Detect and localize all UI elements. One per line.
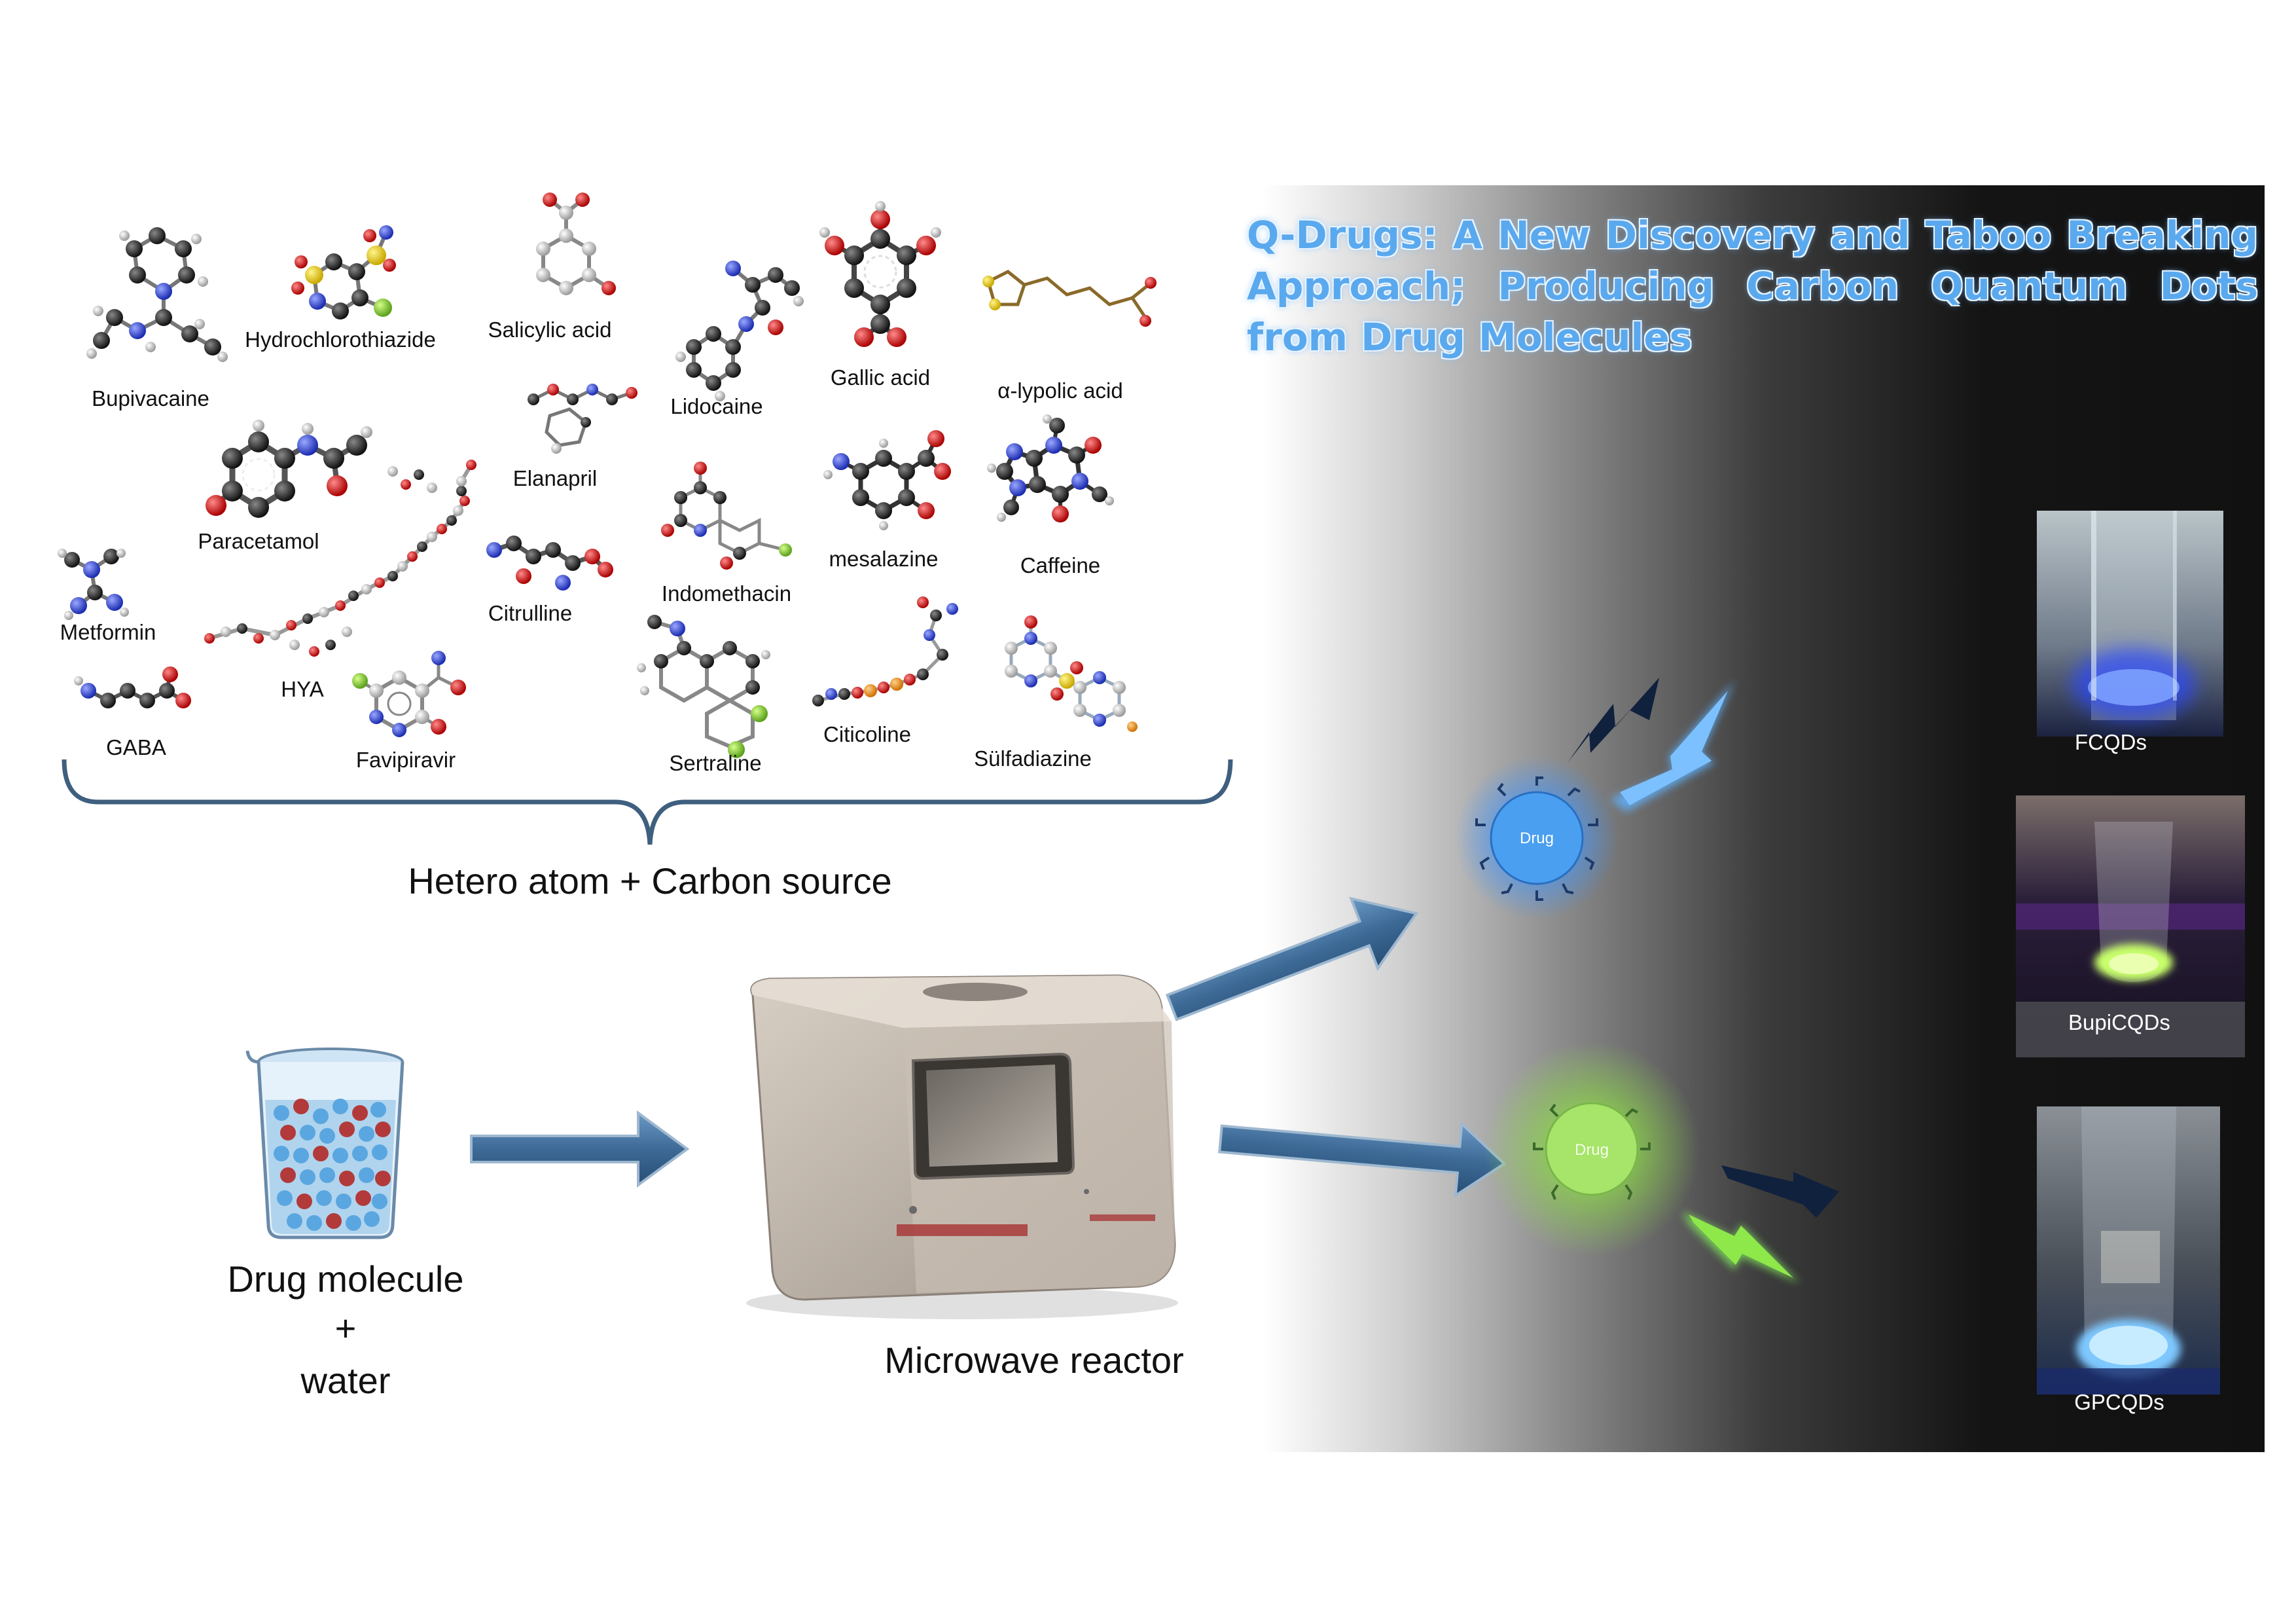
lightning-incoming-blue-icon xyxy=(1568,678,1659,763)
vial-label-bupicqds: BupiCQDs xyxy=(2068,1010,2170,1034)
reactor-label: Microwave reactor xyxy=(884,1340,1183,1381)
label-hya: HYA xyxy=(281,677,323,701)
vial-photo-fcqds xyxy=(2037,511,2223,737)
label-bupivacaine: Bupivacaine xyxy=(92,386,209,410)
green-carbon-dot xyxy=(1484,1041,1700,1257)
label-sulfadiazine: Sülfadiazine xyxy=(974,746,1092,771)
vial-photo-gpcqds xyxy=(2037,1106,2220,1395)
arrow-reactor-to-blue-dot xyxy=(1165,896,1419,1021)
label-hydrochlorothiazide: Hydrochlorothiazide xyxy=(245,327,436,352)
page-title: Q-Drugs: A New Discovery and Taboo Break… xyxy=(1247,213,2258,359)
molecule-bupivacaine xyxy=(86,227,228,362)
molecule-sulfadiazine xyxy=(1005,615,1138,732)
molecule-paracetamol xyxy=(206,420,372,518)
label-caffeine: Caffeine xyxy=(1020,553,1100,577)
label-metformin: Metformin xyxy=(60,620,156,644)
molecule-citicoline xyxy=(812,596,958,706)
molecule-indomethacin xyxy=(661,462,792,570)
molecule-favipiravir xyxy=(352,651,466,737)
arrow-reactor-to-green-dot xyxy=(1218,1121,1507,1199)
lightning-emission-blue-icon xyxy=(1610,681,1734,812)
arrow-beaker-to-reactor xyxy=(470,1110,690,1188)
green-dot-label: Drug xyxy=(1575,1141,1609,1159)
curly-brace xyxy=(62,759,1233,845)
molecule-alpha-lipoic-acid xyxy=(982,270,1157,327)
label-favipiravir: Favipiravir xyxy=(356,748,456,772)
molecule-sertraline xyxy=(637,615,770,758)
label-citicoline: Citicoline xyxy=(823,722,911,746)
label-indomethacin: Indomethacin xyxy=(662,581,791,606)
vial-label-fcqds: FCQDs xyxy=(2075,730,2147,754)
label-elanapril: Elanapril xyxy=(513,466,597,490)
lightning-emission-green-icon xyxy=(1682,1211,1800,1283)
molecule-metformin xyxy=(58,549,129,620)
molecule-hydrochlorothiazide xyxy=(291,225,396,319)
molecule-gaba xyxy=(74,666,191,708)
vial-label-gpcqds: GPCQDs xyxy=(2074,1390,2164,1414)
molecule-hya xyxy=(204,460,476,657)
beaker-label-line1: Drug molecule xyxy=(227,1258,463,1300)
blue-dot-label: Drug xyxy=(1520,830,1554,847)
beaker-label-line3: water xyxy=(300,1360,391,1401)
microwave-reactor xyxy=(746,974,1178,1319)
blue-carbon-dot xyxy=(1455,756,1619,920)
molecule-caffeine xyxy=(987,414,1114,522)
beaker xyxy=(245,1048,404,1239)
brace-label: Hetero atom + Carbon source xyxy=(408,860,891,902)
molecule-gallic-acid xyxy=(819,201,941,347)
molecule-elanapril xyxy=(528,384,637,454)
label-alpha-lipoic-acid: α-lypolic acid xyxy=(997,378,1122,403)
molecule-salicylic-acid xyxy=(536,192,616,295)
label-salicylic-acid: Salicylic acid xyxy=(488,318,612,342)
vial-photo-bupicqds xyxy=(2016,795,2245,1057)
label-mesalazine: mesalazine xyxy=(829,547,939,571)
lightning-incoming-green-icon xyxy=(1721,1165,1839,1218)
label-sertraline: Sertraline xyxy=(669,751,761,775)
label-lidocaine: Lidocaine xyxy=(670,394,762,418)
molecule-mesalazine xyxy=(823,430,951,530)
molecule-citrulline xyxy=(486,536,613,591)
molecule-lidocaine xyxy=(675,261,804,401)
label-citrulline: Citrulline xyxy=(488,601,572,625)
beaker-label-line2: + xyxy=(335,1307,357,1349)
label-paracetamol: Paracetamol xyxy=(198,529,319,553)
label-gallic-acid: Gallic acid xyxy=(831,365,930,390)
label-gaba: GABA xyxy=(106,735,166,759)
